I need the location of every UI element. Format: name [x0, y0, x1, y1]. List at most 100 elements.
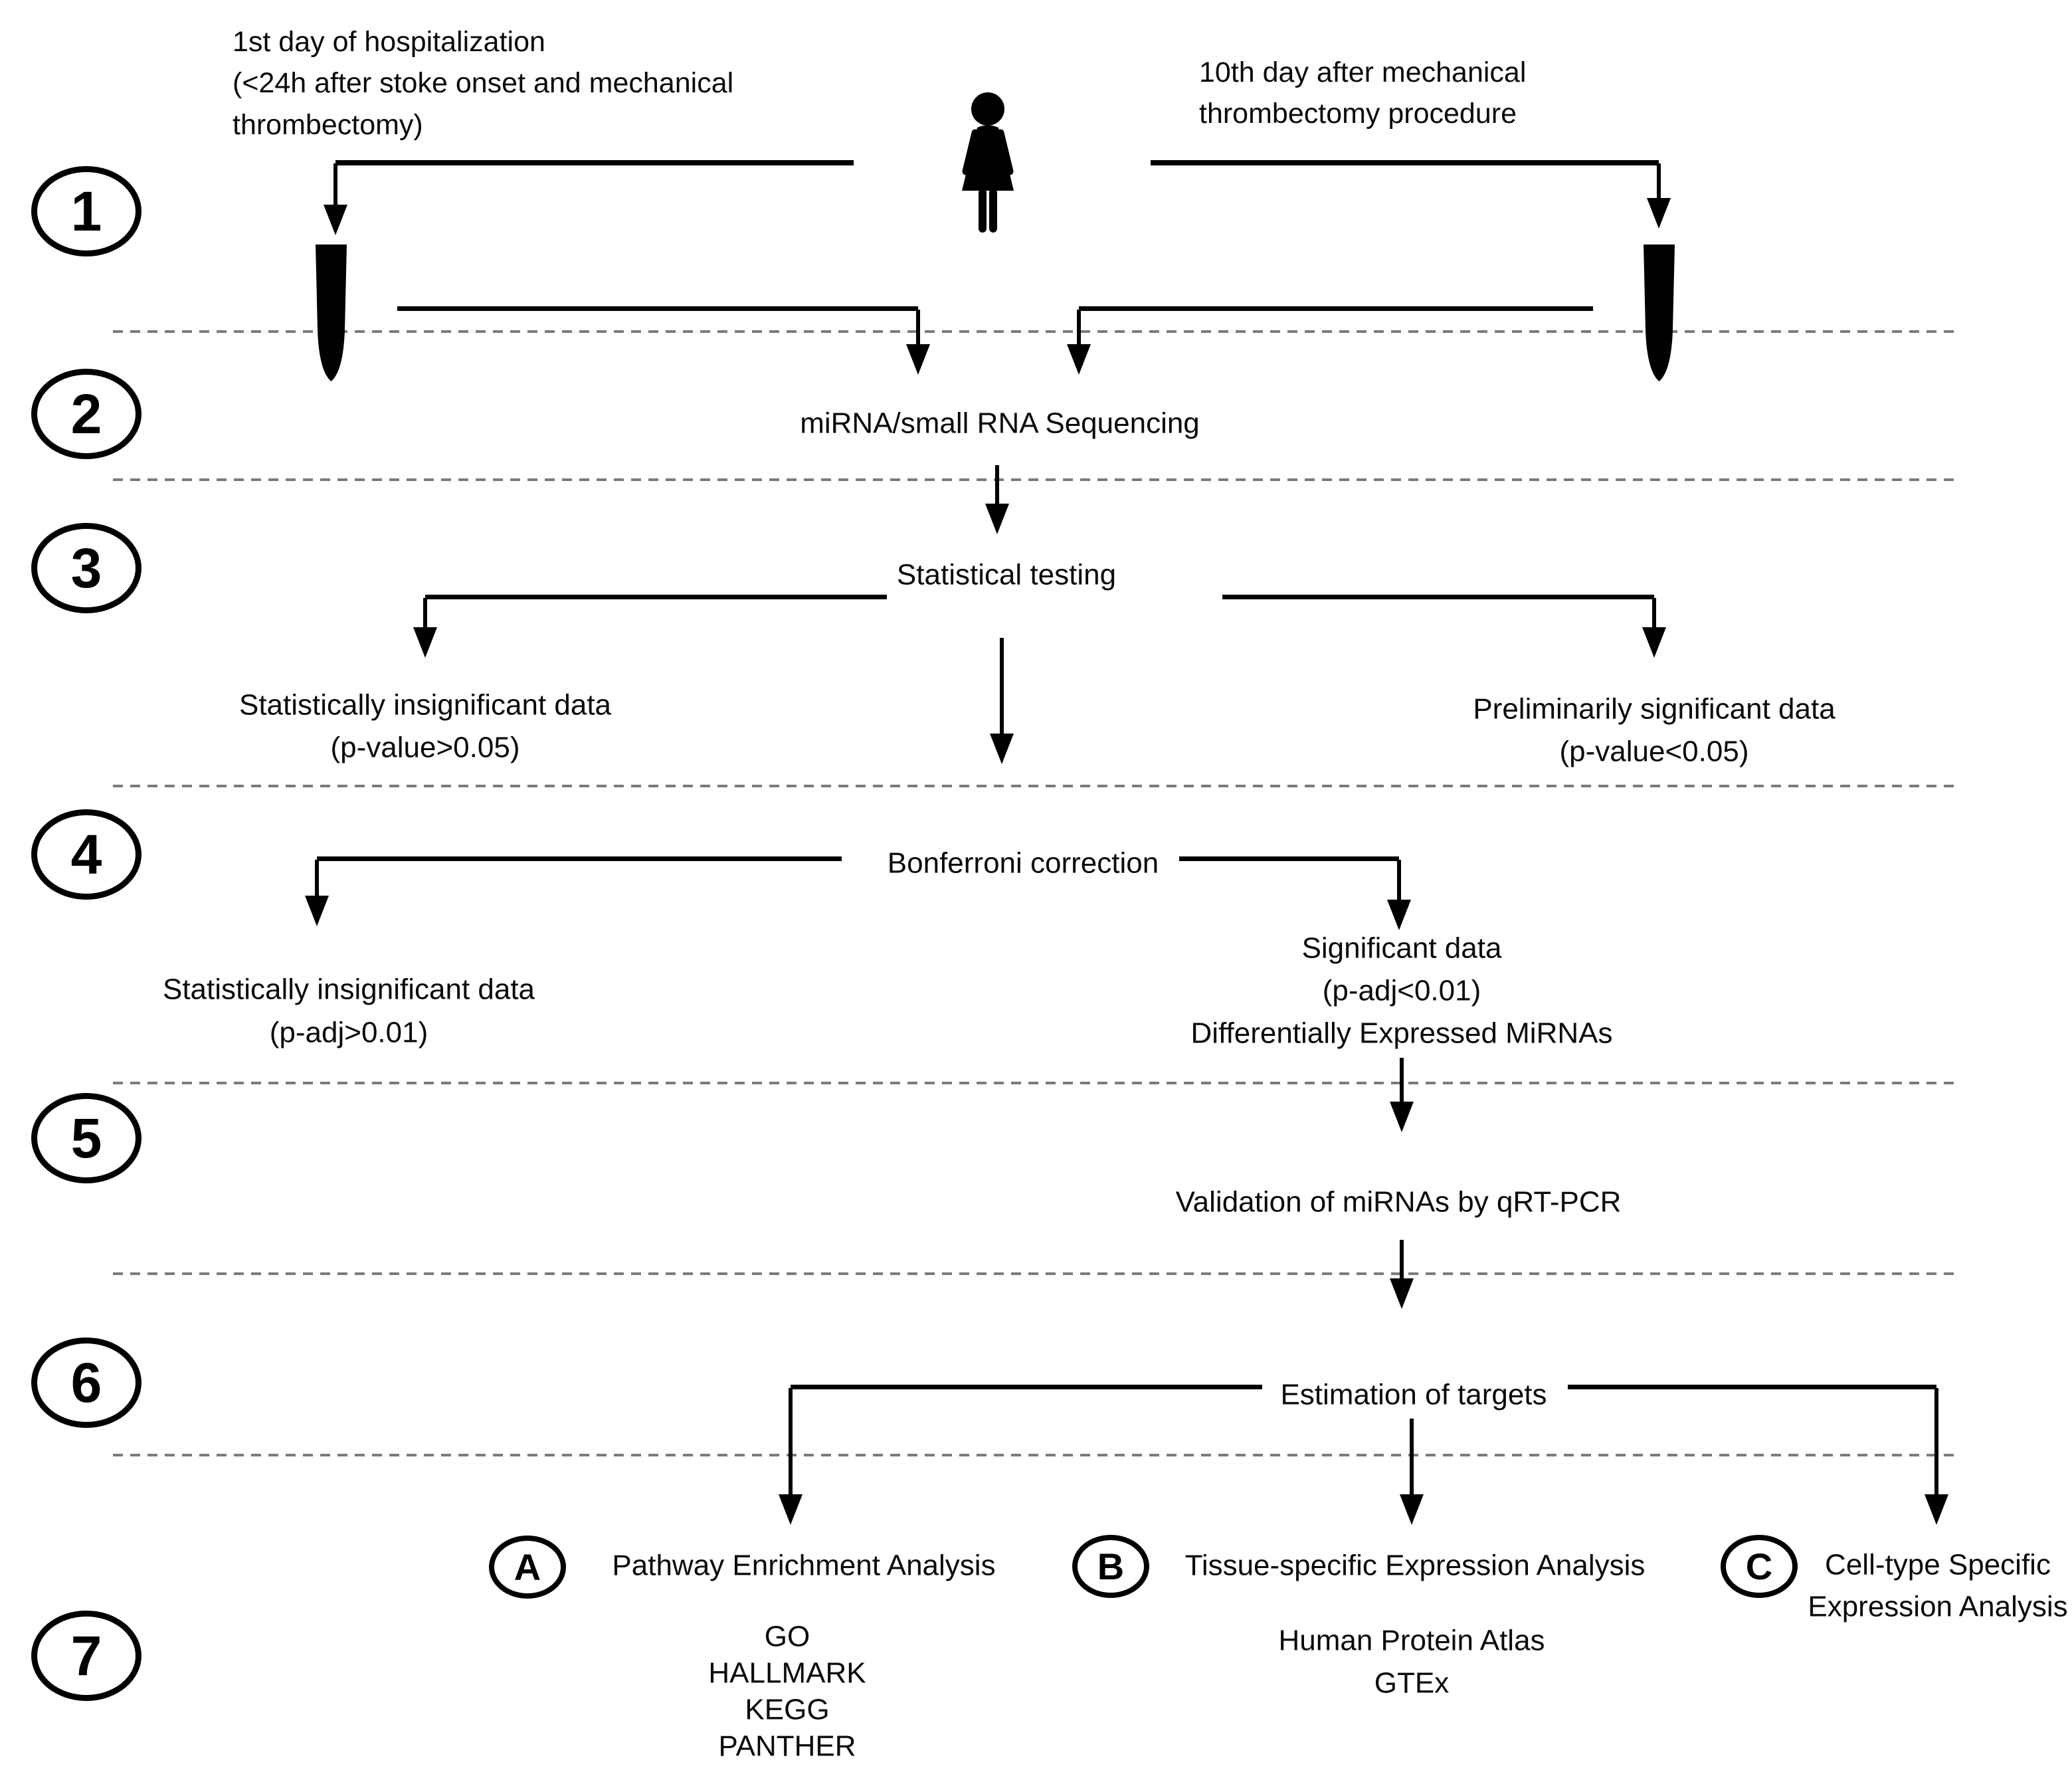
analysis-b-title: Tissue-specific Expression Analysis [1184, 1549, 1646, 1582]
arrowhead-sequencing-to-testing [985, 504, 1009, 534]
analysis-a-letter: A [514, 1546, 541, 1588]
step-circle-4: 4 [31, 809, 141, 900]
analysis-b-item-gtex: GTEx [1374, 1666, 1450, 1700]
arrow-validation-to-targets [1400, 1240, 1404, 1280]
patient-woman-icon [962, 92, 1014, 233]
arrowhead-insignificant-p [413, 627, 437, 658]
insignificant-padj-line2: (p-adj>0.01) [269, 1016, 428, 1049]
step-circle-2: 2 [31, 369, 141, 459]
significant-padj-line2: (p-adj<0.01) [1322, 974, 1481, 1007]
step-number: 4 [70, 823, 102, 886]
timepoint-2-line2: thrombectomy procedure [1199, 98, 1517, 130]
elbow-stem-insignificant-padj [315, 860, 319, 897]
elbow-line-targets-a [791, 1385, 1262, 1389]
elbow-line-significant-padj [1179, 856, 1399, 861]
step-number: 5 [70, 1106, 102, 1169]
elbow-line-insignificant-padj [317, 856, 842, 861]
elbow-stem-timepoint1 [333, 163, 337, 206]
elbow-line-insignificant-p [425, 595, 887, 599]
step-circle-6: 6 [31, 1338, 141, 1428]
significant-p-line1: Preliminarily significant data [1473, 692, 1836, 726]
timepoint-1-line3: thrombectomy) [233, 108, 423, 141]
analysis-c-circle: C [1721, 1535, 1798, 1598]
analysis-c-title-line2: Expression Analysis [1808, 1590, 2068, 1623]
elbow-line-timepoint2 [1151, 160, 1659, 165]
insignificant-p-line2: (p-value>0.05) [330, 731, 520, 764]
elbow-stem-significant-padj [1397, 860, 1401, 901]
step-number: 2 [70, 382, 102, 445]
section-divider-1 [113, 330, 1960, 333]
elbow-line-targets-c [1568, 1385, 1936, 1389]
arrowhead-testing-to-bonferroni [990, 734, 1014, 764]
blood-tube-icon-right [1644, 245, 1675, 381]
arrowhead-targets-b [1400, 1494, 1424, 1525]
sequencing-label: miRNA/small RNA Sequencing [800, 407, 1200, 440]
section-divider-2 [113, 478, 1960, 481]
arrowhead-significant-p [1642, 627, 1666, 658]
elbow-stem-insignificant-p [423, 598, 427, 629]
arrowhead-targets-a [779, 1494, 802, 1525]
step-number: 7 [70, 1624, 102, 1687]
arrowhead-validation-to-targets [1390, 1278, 1414, 1309]
section-divider-5 [113, 1272, 1960, 1275]
statistical-testing-label: Statistical testing [896, 558, 1117, 591]
line-left-tube-to-sequencing [397, 306, 918, 311]
step-circle-5: 5 [31, 1093, 141, 1183]
stem-left-to-sequencing [916, 310, 920, 346]
blood-tube-icon-left [316, 245, 347, 381]
arrowhead-targets-c [1925, 1494, 1948, 1525]
section-divider-4 [113, 1082, 1960, 1084]
line-right-tube-to-sequencing [1079, 306, 1593, 311]
bonferroni-label: Bonferroni correction [887, 846, 1159, 880]
elbow-line-timepoint1 [335, 160, 854, 165]
analysis-a-item-go: GO [764, 1620, 810, 1653]
timepoint-1-label: 1st day of hospitalization (<24h after s… [233, 21, 733, 146]
step-number: 1 [70, 179, 102, 243]
estimation-targets-label: Estimation of targets [1280, 1378, 1547, 1411]
step-number: 6 [70, 1351, 102, 1414]
arrowhead-to-right-tube [1647, 198, 1671, 229]
arrowhead-to-left-tube [324, 205, 347, 235]
analysis-a-title: Pathway Enrichment Analysis [612, 1549, 996, 1582]
arrowhead-left-to-sequencing [906, 344, 930, 375]
arrowhead-significant-padj [1387, 900, 1411, 930]
analysis-b-letter: B [1097, 1545, 1125, 1587]
elbow-stem-significant-p [1652, 598, 1656, 629]
elbow-line-significant-p [1222, 595, 1654, 599]
section-divider-3 [113, 785, 1960, 787]
insignificant-p-line1: Statistically insignificant data [238, 688, 612, 722]
analysis-a-item-panther: PANTHER [718, 1730, 856, 1763]
timepoint-2-label: 10th day after mechanical thrombectomy p… [1199, 52, 1526, 135]
arrow-demirna-to-validation [1400, 1058, 1404, 1103]
step-circle-7: 7 [31, 1611, 141, 1701]
insignificant-padj-line1: Statistically insignificant data [162, 973, 535, 1006]
timepoint-1-line1: 1st day of hospitalization [233, 26, 545, 58]
analysis-c-letter: C [1745, 1545, 1773, 1587]
significant-p-line2: (p-value<0.05) [1559, 735, 1749, 768]
significant-padj-line3: Differentially Expressed MiRNAs [1190, 1017, 1613, 1050]
elbow-stem-targets-a [789, 1388, 793, 1496]
timepoint-1-line2: (<24h after stoke onset and mechanical [233, 67, 734, 100]
analysis-b-item-hpa: Human Protein Atlas [1278, 1624, 1545, 1657]
analysis-a-item-hallmark: HALLMARK [708, 1656, 866, 1690]
analysis-c-title-line1: Cell-type Specific [1825, 1548, 2051, 1581]
elbow-stem-targets-c [1934, 1388, 1938, 1496]
step-circle-3: 3 [31, 523, 141, 613]
step-circle-1: 1 [31, 166, 141, 256]
step-number: 3 [70, 536, 102, 599]
validation-label: Validation of miRNAs by qRT-PCR [1175, 1185, 1622, 1219]
timepoint-2-line1: 10th day after mechanical [1199, 56, 1527, 88]
significant-padj-line1: Significant data [1301, 932, 1502, 965]
section-divider-6 [113, 1454, 1960, 1456]
arrowhead-demirna-to-validation [1390, 1102, 1414, 1132]
arrow-sequencing-to-testing [995, 465, 999, 505]
arrowhead-right-to-sequencing [1067, 344, 1091, 375]
analysis-b-circle: B [1072, 1535, 1149, 1598]
elbow-stem-timepoint2 [1657, 163, 1661, 201]
arrowhead-insignificant-padj [305, 896, 329, 926]
analysis-a-item-kegg: KEGG [745, 1693, 830, 1726]
stem-right-to-sequencing [1077, 310, 1081, 346]
analysis-a-circle: A [489, 1536, 566, 1599]
arrow-targets-b [1410, 1419, 1414, 1496]
